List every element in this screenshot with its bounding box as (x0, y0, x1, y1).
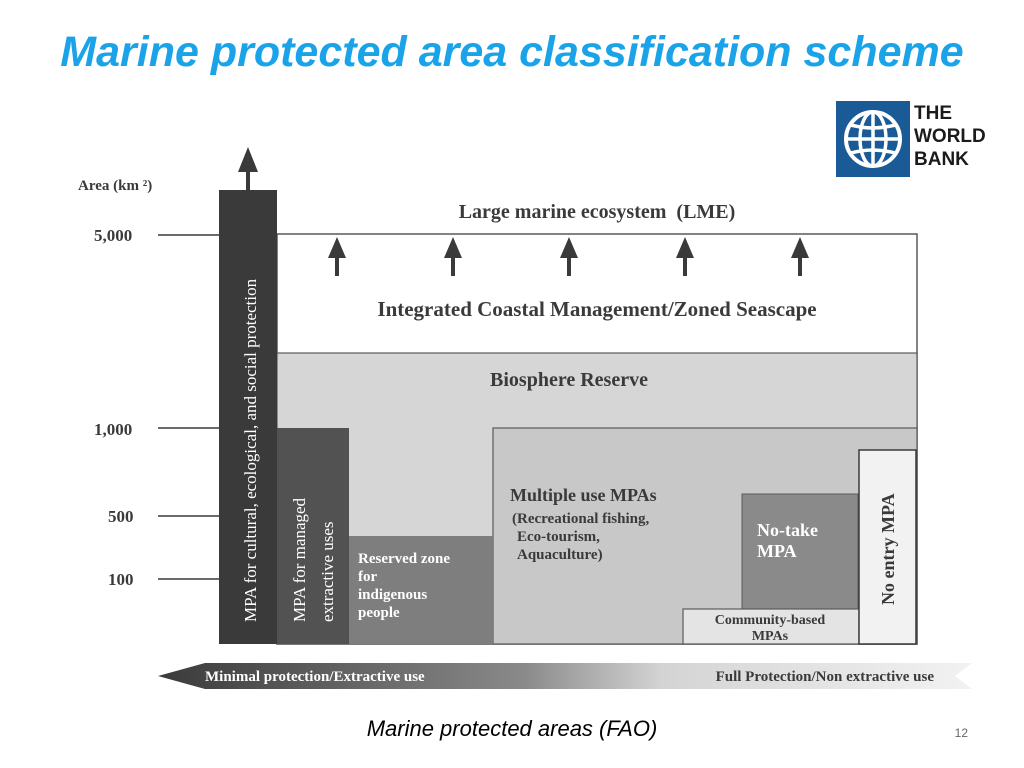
reserved-zone-line: for (358, 569, 377, 585)
multiple-use-detail: Aquaculture) (517, 547, 603, 563)
logo-line: THE (914, 103, 952, 124)
slide-caption: Marine protected areas (FAO) (366, 716, 658, 741)
page-number: 12 (954, 726, 968, 740)
globe-icon (836, 101, 910, 177)
y-tick-label: 500 (108, 507, 134, 526)
logo-line: BANK (914, 149, 969, 170)
managed-extractive-line: MPA for managed (290, 497, 309, 622)
up-arrow-icon (676, 237, 694, 276)
y-axis-label: Area (km ²) (78, 178, 152, 194)
community-based-label: Community-based (715, 613, 826, 628)
no-take-label: No-take (757, 520, 818, 540)
up-arrow-icon (444, 237, 462, 276)
logo-wordmark: THE WORLD BANK (914, 102, 986, 171)
icm-label: Integrated Coastal Management/Zoned Seas… (377, 297, 816, 321)
reserved-zone-line: people (358, 605, 400, 621)
cultural-mpa-bar (219, 190, 277, 644)
axis-up-arrow-icon (238, 147, 258, 190)
y-tick-label: 5,000 (94, 226, 132, 245)
reserved-zone-block (349, 536, 493, 644)
multiple-use-title: Multiple use MPAs (510, 485, 657, 505)
y-axis: Area (km ²) 5,000 1,000 500 100 (78, 178, 219, 589)
community-based-label: MPAs (752, 629, 789, 644)
no-entry-block (858, 449, 917, 645)
multiple-use-detail: (Recreational fishing, (512, 511, 649, 527)
slide-title: Marine protected area classification sch… (60, 28, 964, 76)
cultural-mpa-label: MPA for cultural, ecological, and social… (241, 278, 260, 622)
managed-extractive-label: MPA for managed (290, 497, 309, 622)
logo-line: WORLD (914, 126, 986, 147)
reserved-zone-line: indigenous (358, 587, 427, 603)
up-arrow-icon (791, 237, 809, 276)
y-tick-label: 1,000 (94, 420, 132, 439)
world-bank-logo: THE WORLD BANK (836, 101, 1006, 179)
reserved-zone-line: Reserved zone (358, 551, 450, 567)
lme-label: Large marine ecosystem (LME) (459, 201, 736, 223)
y-tick-label: 100 (108, 570, 134, 589)
no-entry-label: No entry MPA (878, 493, 898, 605)
up-arrow-icon (328, 237, 346, 276)
up-arrow-icon (560, 237, 578, 276)
mpa-classification-diagram: Area (km ²) 5,000 1,000 500 100 MPA for … (78, 147, 972, 689)
upward-arrows (328, 237, 809, 276)
no-take-label: MPA (757, 541, 797, 561)
managed-extractive-label: extractive uses (318, 521, 337, 622)
gradient-left-label: Minimal protection/Extractive use (205, 669, 425, 685)
biosphere-label: Biosphere Reserve (490, 369, 648, 391)
managed-extractive-line: extractive uses (318, 521, 337, 622)
managed-extractive-bar (277, 428, 349, 644)
multiple-use-detail: Eco-tourism, (517, 529, 600, 545)
protection-gradient-arrow (158, 663, 972, 689)
gradient-right-label: Full Protection/Non extractive use (716, 669, 935, 685)
reserved-zone-label: Reserved zone for indigenous people (358, 551, 450, 621)
